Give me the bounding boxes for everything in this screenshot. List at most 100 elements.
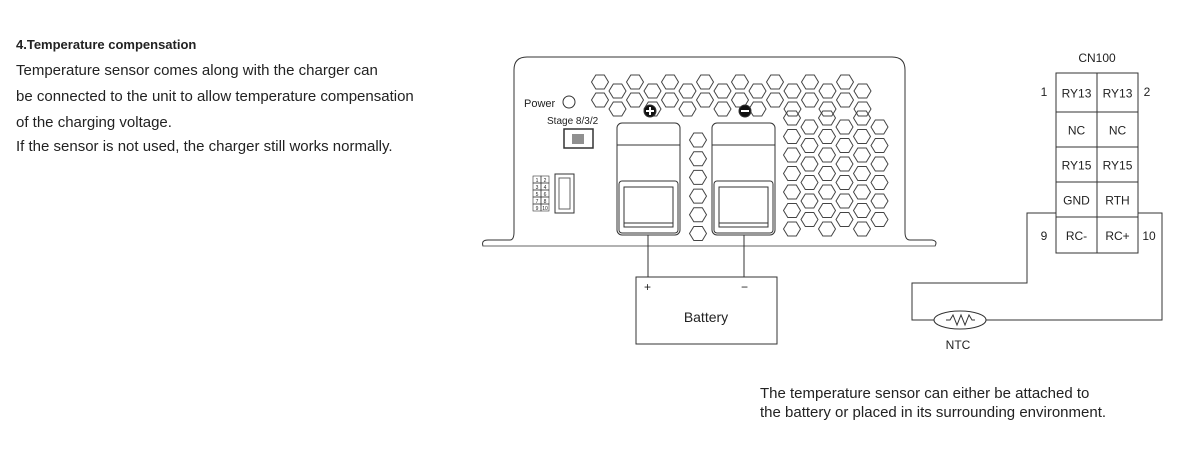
connector-socket xyxy=(554,173,575,214)
vent-hole xyxy=(625,74,645,90)
vent-hole xyxy=(870,193,889,209)
vent-hole xyxy=(800,119,819,135)
vent-hole xyxy=(590,74,610,90)
battery-plus-label: + xyxy=(644,280,651,294)
vent-hole xyxy=(678,101,697,117)
vent-hole xyxy=(688,151,708,167)
table-cell: RY13 xyxy=(1062,87,1092,101)
pin-label: 3 xyxy=(536,185,539,191)
vent-hole xyxy=(870,119,889,135)
vent-hole xyxy=(817,184,837,200)
vent-hole xyxy=(660,74,680,90)
stage-switch[interactable] xyxy=(563,128,594,149)
vent-hole xyxy=(695,92,715,108)
description-line: be connected to the unit to allow temper… xyxy=(16,88,414,105)
ntc-thermistor xyxy=(933,310,987,330)
battery-minus-label: − xyxy=(741,280,748,294)
vent-hole xyxy=(817,203,837,218)
vent-hole xyxy=(817,221,837,237)
battery-label: Battery xyxy=(684,309,728,325)
vent-hole xyxy=(800,212,819,227)
vent-hole xyxy=(817,166,837,181)
vent-hole xyxy=(817,147,837,163)
vent-hole xyxy=(730,74,750,90)
note-line: The temperature sensor can either be att… xyxy=(760,385,1090,402)
table-cell: RY13 xyxy=(1103,87,1133,101)
vent-hole xyxy=(817,110,837,126)
vent-hole xyxy=(688,207,708,223)
pin-label: 4 xyxy=(544,185,547,191)
description-line: If the sensor is not used, the charger s… xyxy=(16,138,393,155)
vent-hole xyxy=(688,132,708,148)
vent-hole xyxy=(818,101,837,117)
pin-label: 8 xyxy=(544,199,547,205)
vent-hole xyxy=(852,110,872,126)
vent-hole xyxy=(835,119,854,135)
vent-hole xyxy=(835,74,855,90)
connector-title: CN100 xyxy=(1078,51,1116,65)
vent-hole xyxy=(818,83,837,99)
description-line: Temperature sensor comes along with the … xyxy=(16,62,378,79)
vent-hole xyxy=(782,166,802,181)
vent-hole xyxy=(660,92,680,108)
vent-hole xyxy=(852,203,872,218)
vent-hole xyxy=(852,166,872,181)
vent-hole xyxy=(852,129,872,144)
vent-hole xyxy=(852,184,872,200)
description-line: of the charging voltage. xyxy=(16,114,172,131)
vent-hole xyxy=(783,83,802,99)
vent-hole xyxy=(688,188,708,204)
section-title: 4.Temperature compensation xyxy=(16,37,197,52)
table-cell: RC- xyxy=(1066,229,1087,243)
vent-hole xyxy=(748,83,767,99)
vent-hole xyxy=(835,92,855,108)
vent-hole xyxy=(782,221,802,237)
vent-hole xyxy=(688,169,708,185)
vent-hole xyxy=(713,101,732,117)
table-cell: RY15 xyxy=(1062,159,1092,173)
vent-hole xyxy=(800,92,820,108)
vent-hole xyxy=(835,138,854,153)
vent-hole xyxy=(852,147,872,163)
vent-hole xyxy=(835,156,854,172)
vent-hole xyxy=(625,92,645,108)
vent-hole xyxy=(782,203,802,218)
vent-hole xyxy=(817,129,837,144)
table-cell: NC xyxy=(1068,124,1086,138)
vent-hole xyxy=(800,175,819,190)
table-cell: RY15 xyxy=(1103,159,1133,173)
vent-hole xyxy=(748,101,767,117)
stage-label: Stage 8/3/2 xyxy=(547,116,599,127)
vent-hole xyxy=(800,74,820,90)
pin-number: 10 xyxy=(1142,229,1156,243)
table-cell: NC xyxy=(1109,124,1127,138)
pin-number: 9 xyxy=(1041,229,1048,243)
vent-hole xyxy=(853,83,872,99)
vent-hole xyxy=(713,83,732,99)
charger-body xyxy=(482,56,937,247)
rth-wire xyxy=(986,212,1163,321)
vent-hole xyxy=(852,221,872,237)
vent-hole xyxy=(782,110,802,126)
vent-hole xyxy=(678,83,697,99)
vent-hole xyxy=(853,101,872,117)
vent-hole xyxy=(643,83,662,99)
vent-hole xyxy=(783,101,802,117)
table-cell: RTH xyxy=(1105,194,1129,208)
table-cell: RC+ xyxy=(1105,229,1129,243)
vent-hole xyxy=(835,212,854,227)
vent-hole xyxy=(835,175,854,190)
vent-hole xyxy=(870,175,889,190)
pin-cell xyxy=(540,203,550,212)
pin-label: 6 xyxy=(544,192,547,198)
vent-holes xyxy=(590,74,889,241)
sensor-note: The temperature sensor can either be att… xyxy=(760,384,1106,422)
power-led xyxy=(562,95,576,109)
power-label: Power xyxy=(524,98,556,110)
vent-hole xyxy=(782,129,802,144)
battery xyxy=(635,276,778,345)
table-cell: GND xyxy=(1063,194,1090,208)
